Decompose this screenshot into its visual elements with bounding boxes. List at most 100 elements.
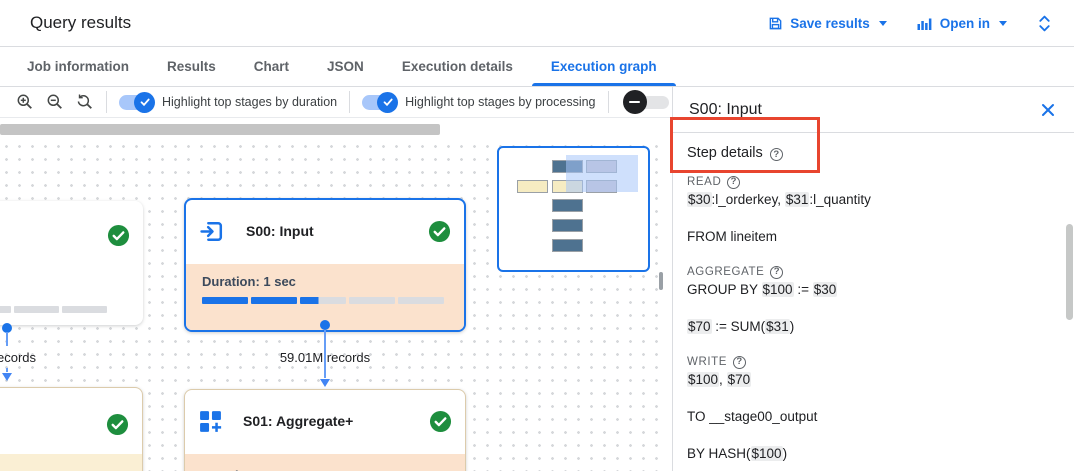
step-detail-text: BY HASH( bbox=[687, 446, 751, 461]
panel-header: S00: Input bbox=[673, 87, 1074, 133]
step-detail-text: := SUM( bbox=[711, 319, 766, 334]
graph-toolbar: Highlight top stages by duration Highlig… bbox=[0, 87, 672, 118]
dropdown-caret-icon bbox=[878, 20, 887, 26]
step-detail-text: :l_quantity bbox=[809, 192, 871, 207]
graph-horizontal-scrollbar[interactable] bbox=[0, 124, 440, 135]
step-detail-group: FROM lineitem bbox=[687, 227, 1058, 247]
variable-chip: $70 bbox=[687, 319, 712, 334]
stage-duration-section: Duration: bbox=[185, 454, 465, 471]
save-results-button[interactable]: Save results bbox=[768, 16, 887, 31]
step-detail-line: $70 := SUM($31) bbox=[687, 317, 1058, 337]
variable-chip: $31 bbox=[765, 319, 790, 334]
step-section-label: WRITE? bbox=[687, 354, 1058, 370]
stage-node-s00-input[interactable]: S00: Input Duration: 1 sec bbox=[184, 198, 466, 332]
close-icon[interactable] bbox=[1040, 101, 1058, 119]
graph-overlay-toggle[interactable] bbox=[622, 90, 671, 114]
step-detail-text: TO __stage00_output bbox=[687, 409, 818, 424]
tab-results[interactable]: Results bbox=[167, 59, 216, 74]
minimap-viewport[interactable] bbox=[566, 155, 638, 192]
edge-arrow-icon bbox=[320, 379, 330, 387]
toggle-highlight-processing[interactable] bbox=[362, 91, 399, 113]
step-section-label: AGGREGATE? bbox=[687, 264, 1058, 280]
zoom-reset-button[interactable] bbox=[76, 93, 94, 111]
tab-job-information[interactable]: Job information bbox=[27, 59, 129, 74]
execution-graph-canvas[interactable]: ecords S00: Input Duration: 1 sec bbox=[0, 118, 672, 471]
edge-line bbox=[324, 330, 326, 378]
chart-icon bbox=[917, 16, 933, 31]
save-icon bbox=[768, 16, 783, 31]
stage-duration-label: Duration: 1 sec bbox=[202, 274, 296, 289]
variable-chip: $100 bbox=[761, 282, 794, 297]
stage-node-partial-top[interactable] bbox=[0, 201, 143, 325]
variable-chip: $100 bbox=[687, 372, 720, 387]
edge-output-dot bbox=[320, 320, 330, 330]
help-icon[interactable]: ? bbox=[727, 175, 741, 189]
graph-minimap[interactable] bbox=[497, 146, 650, 272]
minimap-node-rect bbox=[552, 219, 583, 232]
stage-node-s01-aggregate[interactable]: S01: Aggregate+ Duration: bbox=[184, 389, 466, 471]
stage-title: S00: Input bbox=[246, 223, 314, 239]
results-tab-bar: Job information Results Chart JSON Execution… bbox=[0, 47, 1074, 87]
edge-record-count-clipped: ecords bbox=[0, 350, 37, 365]
stage-duration-section bbox=[0, 454, 142, 471]
help-icon[interactable]: ? bbox=[769, 148, 783, 161]
step-detail-text: := bbox=[793, 282, 813, 297]
save-results-label: Save results bbox=[790, 15, 870, 31]
step-detail-text: , bbox=[719, 372, 727, 387]
minimap-node-rect bbox=[552, 199, 583, 212]
variable-chip: $30 bbox=[812, 282, 838, 297]
tab-execution-details[interactable]: Execution details bbox=[401, 59, 513, 74]
dropdown-caret-icon bbox=[999, 20, 1007, 26]
graph-vertical-scrollbar[interactable] bbox=[659, 272, 663, 290]
step-detail-line: $30:l_orderkey, $31:l_quantity bbox=[687, 190, 1058, 210]
stage-progress-bar bbox=[0, 306, 107, 313]
step-detail-text: ) bbox=[782, 446, 788, 461]
edge-line bbox=[6, 368, 8, 372]
stage-complete-icon bbox=[429, 410, 452, 433]
step-detail-group: READ?$30:l_orderkey, $31:l_quantity bbox=[687, 174, 1058, 210]
variable-chip: $70 bbox=[726, 372, 752, 387]
tab-json[interactable]: JSON bbox=[327, 59, 364, 74]
panel-content: Step details ? READ?$30:l_orderkey, $31:… bbox=[673, 133, 1074, 464]
edge-line bbox=[6, 332, 8, 346]
help-icon[interactable]: ? bbox=[733, 355, 747, 369]
step-detail-group: BY HASH($100) bbox=[687, 444, 1058, 464]
stage-duration-label-clipped: Duration: bbox=[201, 468, 465, 471]
step-details-panel: S00: Input Step details ? READ?$30:l_ord… bbox=[672, 87, 1074, 471]
open-in-button[interactable]: Open in bbox=[917, 16, 1007, 31]
help-icon[interactable]: ? bbox=[770, 265, 784, 279]
minimap-node-rect bbox=[552, 239, 583, 252]
step-detail-group: $70 := SUM($31) bbox=[687, 317, 1058, 337]
zoom-in-button[interactable] bbox=[16, 93, 34, 111]
toggle-thumb-minus-icon bbox=[622, 90, 647, 114]
stage-duration-section: Duration: 1 sec bbox=[186, 264, 464, 330]
toolbar-divider bbox=[349, 91, 351, 113]
step-detail-line: GROUP BY $100 := $30 bbox=[687, 280, 1058, 300]
tab-chart[interactable]: Chart bbox=[253, 59, 290, 74]
toggle-thumb-check-icon bbox=[377, 91, 399, 113]
step-detail-text: ) bbox=[789, 319, 795, 334]
variable-chip: $100 bbox=[750, 446, 783, 461]
panel-title: S00: Input bbox=[689, 100, 762, 118]
collapse-expand-button[interactable] bbox=[1037, 14, 1052, 33]
edge-record-count: 59.01M records bbox=[279, 350, 371, 365]
unfold-icon bbox=[1039, 15, 1050, 31]
step-detail-line: FROM lineitem bbox=[687, 227, 1058, 247]
toggle-highlight-duration-label: Highlight top stages by duration bbox=[162, 95, 338, 109]
step-detail-text: :l_orderkey, bbox=[711, 192, 785, 207]
edge-output-dot bbox=[2, 323, 12, 333]
stage-node-partial-bottom[interactable] bbox=[0, 387, 143, 471]
toggle-highlight-duration[interactable] bbox=[119, 91, 155, 113]
tab-execution-graph[interactable]: Execution graph bbox=[531, 47, 676, 86]
step-detail-line: BY HASH($100) bbox=[687, 444, 1058, 464]
zoom-out-button[interactable] bbox=[46, 93, 64, 111]
variable-chip: $30 bbox=[687, 192, 712, 207]
step-detail-line: $100, $70 bbox=[687, 370, 1058, 390]
input-stage-icon bbox=[199, 218, 226, 245]
step-detail-line: TO __stage00_output bbox=[687, 407, 1058, 427]
toolbar-divider bbox=[106, 91, 107, 113]
results-header: Query results Save results bbox=[0, 0, 1074, 47]
panel-vertical-scrollbar[interactable] bbox=[1066, 224, 1073, 320]
stage-title: S01: Aggregate+ bbox=[243, 413, 354, 429]
step-detail-group: TO __stage00_output bbox=[687, 407, 1058, 427]
